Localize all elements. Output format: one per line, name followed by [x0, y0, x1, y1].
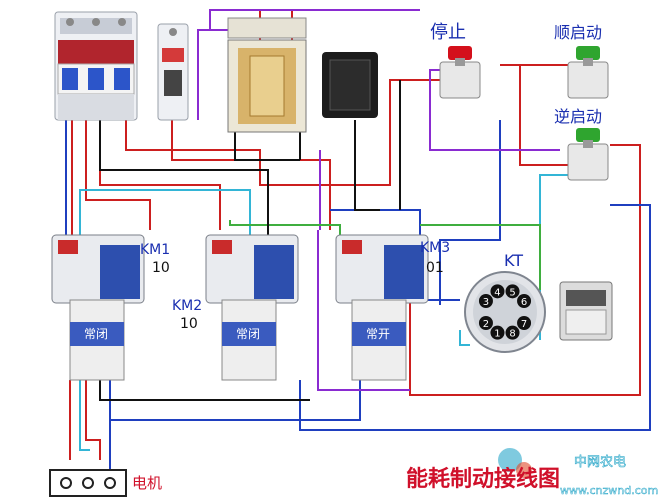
timer-pin-label: 4 — [494, 287, 500, 298]
contactor-km3 — [335, 234, 429, 381]
km3-label: KM3 — [420, 240, 450, 256]
reverse-start-label: 逆启动 — [554, 107, 602, 126]
timer-pin-label: 8 — [509, 329, 515, 340]
wire-red — [69, 380, 101, 460]
diagram-title: 能耗制动接线图 — [406, 466, 560, 492]
timer-pin-label: 6 — [521, 297, 527, 308]
km1-nc-label: 常闭 — [84, 327, 108, 341]
contactor-km1 — [51, 234, 145, 381]
timer-socket — [464, 271, 546, 353]
timer-pin — [505, 325, 520, 340]
wire-black — [99, 120, 269, 245]
wires — [65, 9, 651, 470]
wire-black — [99, 80, 401, 401]
wire-cyan — [79, 380, 90, 451]
km2-label: KM2 — [172, 298, 202, 314]
timer-pin — [478, 294, 493, 308]
text-labels: 停止 顺启动 逆启动 KM1 10 KM2 10 KM3 01 KT 常闭 常闭… — [84, 22, 658, 497]
rectifier-bridge — [322, 52, 378, 118]
motor-label: 电机 — [132, 474, 162, 492]
time-relay — [559, 281, 613, 341]
timer-pin — [490, 284, 505, 299]
timer-pin — [505, 284, 520, 299]
wire-blue — [439, 120, 501, 305]
stop-label: 停止 — [430, 22, 466, 43]
timer-pin — [478, 316, 493, 330]
wire-red — [71, 120, 221, 250]
wire-red — [500, 64, 570, 166]
timer-pin-label: 2 — [483, 319, 489, 330]
wire-blue — [109, 204, 651, 470]
timer-pin-label: 3 — [483, 297, 489, 308]
control-circuit-breaker — [157, 23, 189, 121]
kt-label: KT — [504, 251, 523, 270]
motor-terminal-block — [49, 469, 127, 497]
main-circuit-breaker — [54, 11, 138, 121]
timer-pin — [517, 294, 532, 308]
timer-pin-label: 5 — [509, 287, 515, 298]
km1-code: 10 — [152, 260, 170, 276]
forward-start-button — [567, 46, 609, 99]
timer-pin — [517, 316, 532, 330]
wire-red — [125, 79, 440, 186]
transformer — [227, 17, 307, 133]
stop-button — [439, 46, 481, 99]
watermark-text: 中网农电 — [574, 455, 626, 470]
km3-no-label: 常开 — [366, 327, 390, 341]
reverse-start-button — [567, 128, 609, 181]
wire-cyan — [79, 189, 251, 255]
forward-start-label: 顺启动 — [554, 23, 602, 42]
km2-nc-label: 常闭 — [236, 327, 260, 341]
contactor-km2 — [205, 234, 299, 381]
km2-code: 10 — [180, 316, 198, 332]
watermark-url: www.cnzwnd.com — [560, 484, 658, 497]
wire-red — [409, 144, 641, 396]
wire-purple — [317, 230, 410, 391]
wire-black — [234, 120, 380, 211]
km3-code: 01 — [426, 260, 444, 276]
timer-pin-label: 1 — [494, 329, 500, 340]
watermark-logo — [498, 448, 532, 478]
km1-label: KM1 — [140, 242, 170, 258]
timer-pin — [490, 325, 505, 340]
timer-pin-label: 7 — [521, 319, 527, 330]
